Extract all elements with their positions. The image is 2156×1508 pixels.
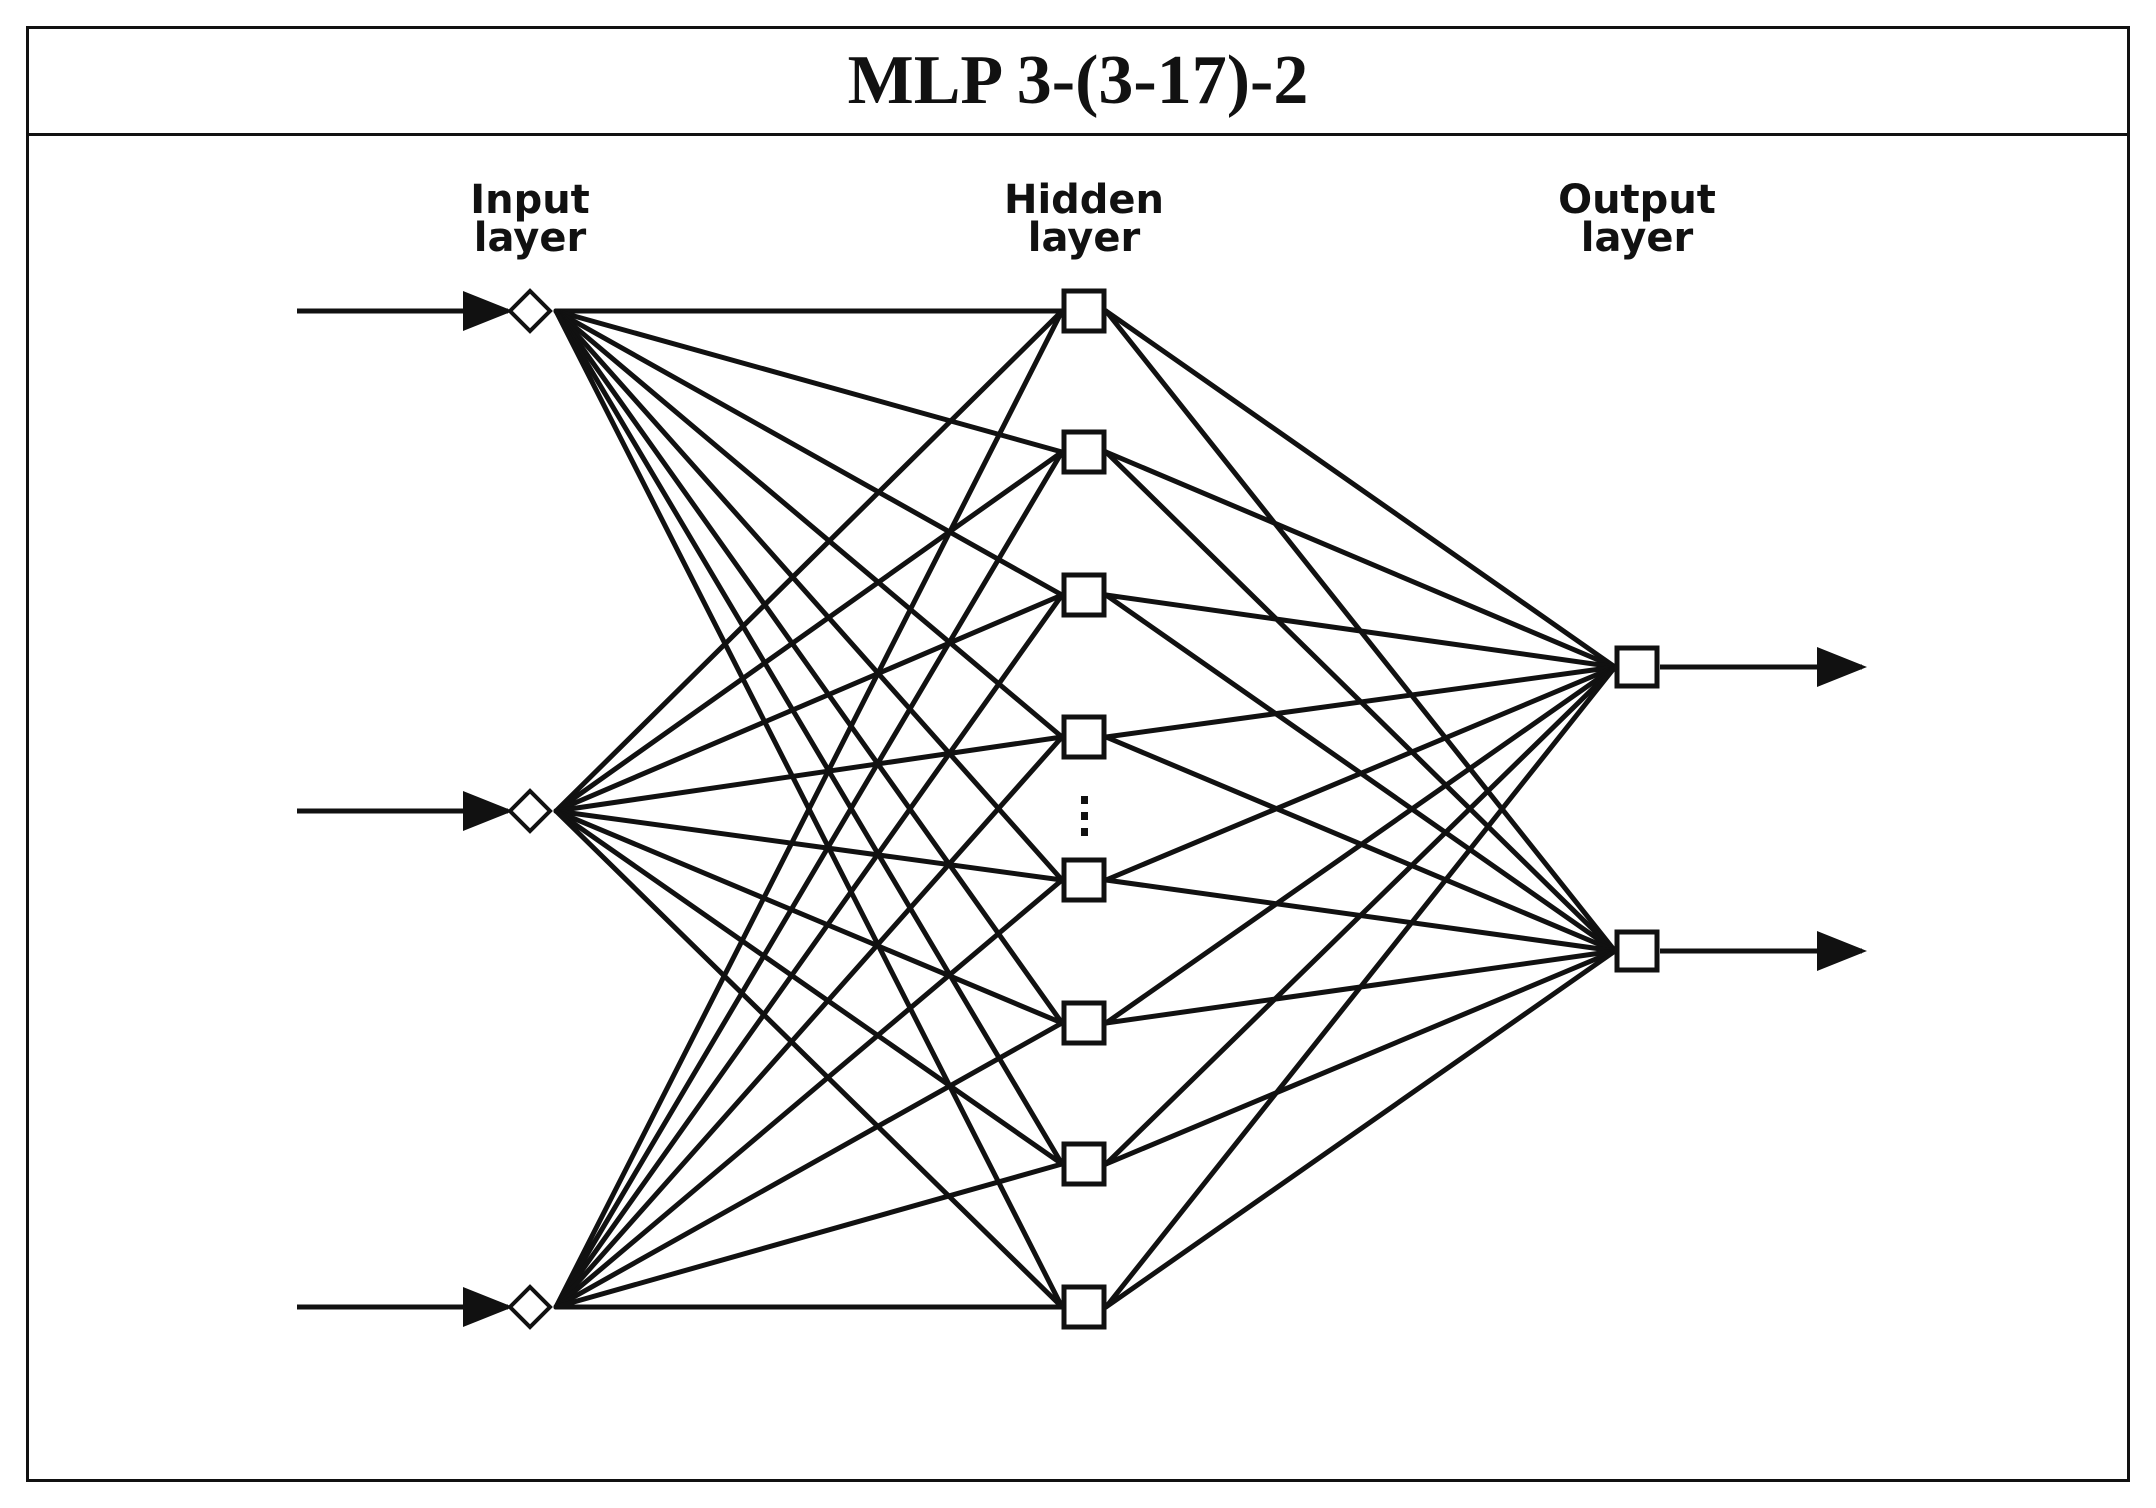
connection-input1-hidden3: [553, 308, 1065, 598]
ellipsis-dot-1: [1081, 796, 1088, 804]
connection-input1-hidden2: [553, 308, 1065, 455]
connection-input3-hidden2: [553, 449, 1065, 1310]
hidden-ellipsis: [1081, 796, 1088, 836]
hidden-node-5: [1061, 857, 1107, 903]
hidden-node-8: [1061, 1284, 1107, 1330]
connection-input3-hidden1: [553, 308, 1065, 1310]
connection-hidden8-output1: [1103, 664, 1618, 1310]
connection-input2-hidden8: [553, 808, 1065, 1310]
connection-hidden5-output1: [1103, 664, 1618, 883]
connection-input1-hidden4: [553, 308, 1065, 740]
io-arrows-group: [297, 291, 1867, 1327]
input-layer-label-line2: layer: [474, 215, 587, 261]
connection-input2-hidden5: [553, 808, 1065, 883]
connection-input2-hidden1: [553, 308, 1065, 814]
hidden-node-2: [1061, 429, 1107, 475]
connection-input2-hidden2: [553, 449, 1065, 814]
connection-input2-hidden6: [553, 808, 1065, 1026]
connection-input2-hidden4: [553, 734, 1065, 814]
diagram-frame: MLP 3-(3-17)-2: [26, 26, 2130, 1482]
connection-hidden6-output1: [1103, 664, 1618, 1026]
hidden-layer-label-line1: Hidden: [1004, 177, 1164, 223]
connection-hidden7-output1: [1103, 664, 1618, 1167]
connection-input2-hidden3: [553, 592, 1065, 814]
ellipsis-dot-3: [1081, 828, 1088, 836]
connection-input3-hidden6: [553, 1020, 1065, 1310]
nodes-group: [507, 288, 1660, 1330]
connection-input3-hidden3: [553, 592, 1065, 1310]
connection-hidden3-output1: [1103, 592, 1618, 670]
ellipsis-dot-2: [1081, 812, 1088, 820]
connection-input1-hidden5: [553, 308, 1065, 883]
title-bar: MLP 3-(3-17)-2: [29, 29, 2127, 136]
connections-group: [553, 308, 1618, 1310]
hidden-node-6: [1061, 1000, 1107, 1046]
output-node-1: [1614, 645, 1660, 689]
output-layer-label-line1: Output: [1558, 177, 1716, 223]
connection-input1-hidden6: [553, 308, 1065, 1026]
connection-input3-hidden5: [553, 877, 1065, 1310]
connection-input3-hidden7: [553, 1161, 1065, 1310]
connection-hidden7-output2: [1103, 948, 1618, 1167]
input-node-1: [507, 288, 553, 334]
diagram-title: MLP 3-(3-17)-2: [847, 42, 1309, 119]
hidden-node-7: [1061, 1141, 1107, 1187]
input-node-2: [507, 788, 553, 834]
output-layer-label-line2: layer: [1581, 215, 1694, 261]
hidden-node-4: [1061, 714, 1107, 760]
connection-input1-hidden7: [553, 308, 1065, 1167]
connection-hidden4-output1: [1103, 664, 1618, 740]
hidden-node-3: [1061, 572, 1107, 618]
output-node-2: [1614, 929, 1660, 973]
input-node-3: [507, 1284, 553, 1330]
connection-hidden1-output1: [1103, 308, 1618, 670]
connection-hidden2-output1: [1103, 449, 1618, 670]
hidden-layer-label-line2: layer: [1028, 215, 1141, 261]
connection-hidden8-output2: [1103, 948, 1618, 1310]
hidden-node-1: [1061, 288, 1107, 334]
input-layer-label-line1: Input: [470, 177, 590, 223]
connection-input3-hidden4: [553, 734, 1065, 1310]
connection-input2-hidden7: [553, 808, 1065, 1167]
